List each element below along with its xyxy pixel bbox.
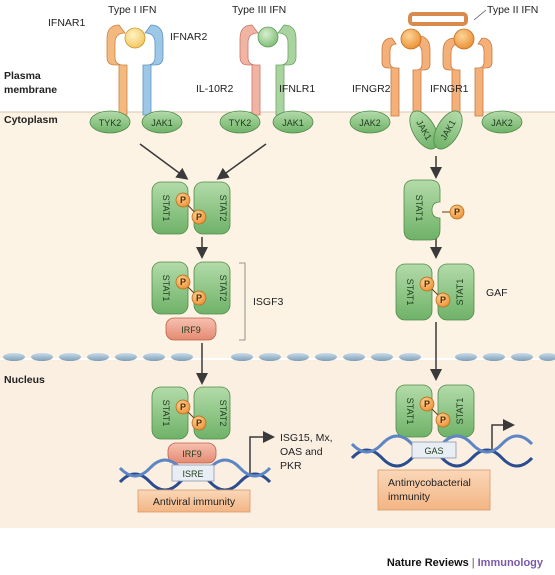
ifnar1-label: IFNAR1 (48, 17, 86, 29)
svg-text:P: P (440, 415, 446, 425)
svg-text:TYK2: TYK2 (229, 118, 252, 128)
svg-text:STAT1: STAT1 (161, 275, 171, 302)
isgf3-nuclear-complex: STAT1 STAT2 P P IRF9 (151, 386, 231, 464)
target-genes-line3: PKR (280, 460, 302, 472)
gas-element: GAS (424, 446, 443, 456)
target-genes-line1: ISG15, Mx, (280, 432, 333, 444)
isgf3-label: ISGF3 (253, 296, 284, 308)
kinase-jak1-left: JAK1 (409, 110, 439, 150)
type2-ifn-label: Type II IFN (487, 4, 538, 16)
gaf-label: GAF (486, 287, 508, 299)
svg-text:TYK2: TYK2 (99, 118, 122, 128)
isgf3-complex: STAT1 STAT2 P P IRF9 (151, 261, 231, 341)
nuclear-envelope (3, 353, 555, 361)
nucleus-label: Nucleus (4, 374, 45, 386)
svg-text:JAK2: JAK2 (359, 118, 381, 128)
svg-text:P: P (196, 212, 202, 222)
svg-text:IRF9: IRF9 (181, 325, 201, 335)
antimycobacterial-label-1: Antimycobacterial (388, 477, 471, 489)
plasma-membrane-label-2: membrane (4, 84, 57, 96)
svg-text:STAT1: STAT1 (455, 398, 465, 425)
svg-text:P: P (196, 418, 202, 428)
isre-element-box (171, 464, 215, 482)
svg-text:STAT1: STAT1 (161, 195, 171, 222)
antiviral-immunity-box (137, 489, 251, 513)
isgf3-bracket (239, 262, 246, 341)
antimycobacterial-label-2: immunity (388, 491, 431, 503)
svg-text:STAT1: STAT1 (161, 400, 171, 427)
kinase-tyk2-type3: TYK2 (219, 110, 261, 134)
svg-text:P: P (180, 402, 186, 412)
type3-ifn-ligand (257, 26, 279, 48)
kinase-jak2-left: JAK2 (349, 110, 391, 134)
svg-text:STAT2: STAT2 (218, 400, 228, 427)
ifnlr1-label: IFNLR1 (279, 83, 315, 95)
svg-text:P: P (424, 399, 430, 409)
svg-text:P: P (196, 293, 202, 303)
svg-text:STAT1: STAT1 (455, 279, 465, 306)
svg-text:P: P (424, 279, 430, 289)
ifnar2-label: IFNAR2 (170, 31, 208, 43)
cytoplasm-label: Cytoplasm (4, 114, 58, 126)
svg-text:STAT2: STAT2 (218, 195, 228, 222)
journal-footer: Nature Reviews|Immunology (387, 557, 543, 569)
gaf-complex: STAT1 STAT1 P P (395, 263, 475, 321)
kinase-jak1-right: JAK1 (433, 110, 463, 150)
svg-text:STAT1: STAT1 (405, 398, 415, 425)
il10r2-label: IL-10R2 (196, 83, 234, 95)
svg-text:STAT2: STAT2 (218, 275, 228, 302)
plasma-membrane-label: Plasma (4, 70, 41, 82)
type2-ifn-dimer (408, 12, 468, 26)
footer-separator: | (471, 557, 475, 569)
gas-element-box (411, 441, 457, 459)
svg-text:JAK1: JAK1 (151, 118, 173, 128)
kinase-jak2-right: JAK2 (481, 110, 523, 134)
antimycobacterial-immunity-box (377, 469, 491, 511)
antiviral-immunity-label: Antiviral immunity (153, 496, 236, 508)
svg-text:IRF9: IRF9 (182, 449, 202, 459)
gaf-nuclear-complex: STAT1 STAT1 P P (395, 384, 475, 438)
signal-arrows (139, 143, 515, 474)
svg-text:JAK2: JAK2 (491, 118, 513, 128)
svg-text:STAT1: STAT1 (414, 195, 424, 222)
journal-name: Nature Reviews (386, 557, 469, 569)
stat1-monomer-phospho: STAT1 P (403, 179, 465, 241)
ifngr1-label: IFNGR1 (430, 83, 469, 95)
type1-receptor (106, 24, 164, 116)
svg-text:JAK1: JAK1 (282, 118, 304, 128)
isre-element: ISRE (182, 469, 203, 479)
kinase-jak1-type1: JAK1 (141, 110, 183, 134)
target-genes-line2: OAS and (280, 446, 323, 458)
kinase-jak1-type3: JAK1 (272, 110, 314, 134)
svg-text:P: P (180, 277, 186, 287)
type1-ifn-ligand (124, 27, 146, 49)
svg-text:P: P (440, 295, 446, 305)
stat1-stat2-dimer: STAT1 STAT2 P P (151, 181, 231, 235)
svg-text:STAT1: STAT1 (405, 279, 415, 306)
type3-receptor (239, 24, 297, 116)
svg-text:P: P (180, 195, 186, 205)
type1-ifn-label: Type I IFN (108, 4, 156, 16)
ifngr2-label: IFNGR2 (352, 83, 391, 95)
type2-receptor (381, 12, 493, 117)
type3-ifn-label: Type III IFN (232, 4, 286, 16)
kinase-tyk2-type1: TYK2 (89, 110, 131, 134)
svg-text:P: P (454, 207, 460, 217)
cytoplasm-region (0, 112, 555, 358)
journal-field: Immunology (477, 557, 543, 569)
